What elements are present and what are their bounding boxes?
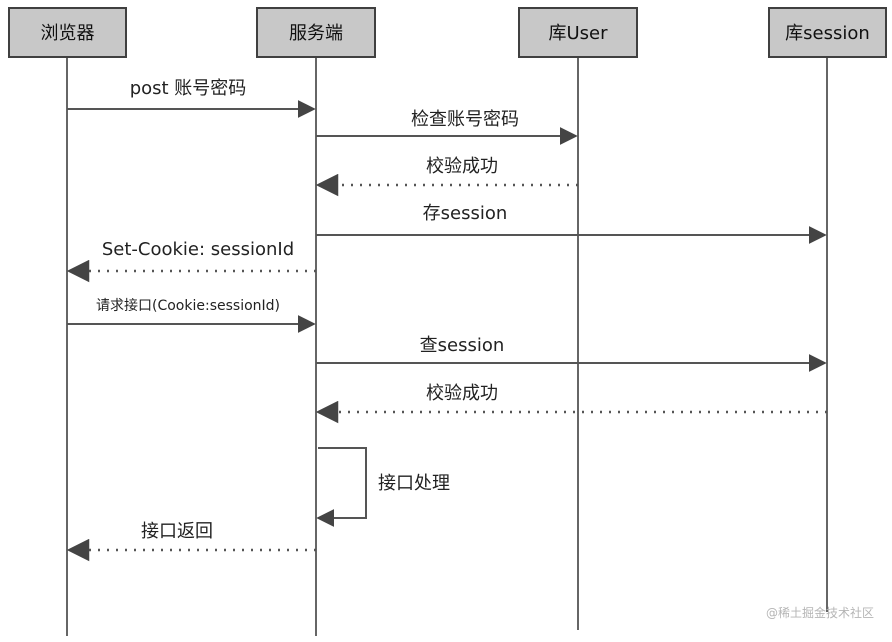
message-verify-success-1: 校验成功 [315,156,578,197]
message-store-session: 存session [316,203,827,244]
participant-label-userdb: 库User [548,23,608,44]
message-api-request: 请求接口(Cookie:sessionId) [67,297,316,333]
message-self-processing: 接口处理 [316,447,450,527]
participant-userdb: 库User [518,7,638,58]
message-label: 存session [423,203,508,224]
message-label: 接口返回 [141,521,213,542]
message-label: 校验成功 [426,383,498,404]
message-label: 接口处理 [378,473,450,494]
participant-label-sessiondb: 库session [785,23,870,44]
participant-label-browser: 浏览器 [41,23,95,44]
message-check-credentials: 检查账号密码 [316,109,578,145]
message-query-session: 查session [316,335,827,372]
message-api-response: 接口返回 [66,521,316,562]
watermark-text: @稀土掘金技术社区 [766,605,874,620]
message-label: 检查账号密码 [411,109,519,130]
message-login-request: post 账号密码 [67,78,316,118]
message-label: 校验成功 [426,156,498,177]
message-verify-success-2: 校验成功 [315,383,827,424]
participant-sessiondb: 库session [768,7,887,58]
message-label: 请求接口(Cookie:sessionId) [96,297,280,314]
participant-label-server: 服务端 [289,23,343,44]
participant-server: 服务端 [256,7,376,58]
message-label: post 账号密码 [130,78,247,99]
participant-browser: 浏览器 [8,7,127,58]
message-label: 查session [420,335,505,356]
message-label: Set-Cookie: sessionId [102,239,294,260]
message-set-cookie: Set-Cookie: sessionId [66,239,316,283]
